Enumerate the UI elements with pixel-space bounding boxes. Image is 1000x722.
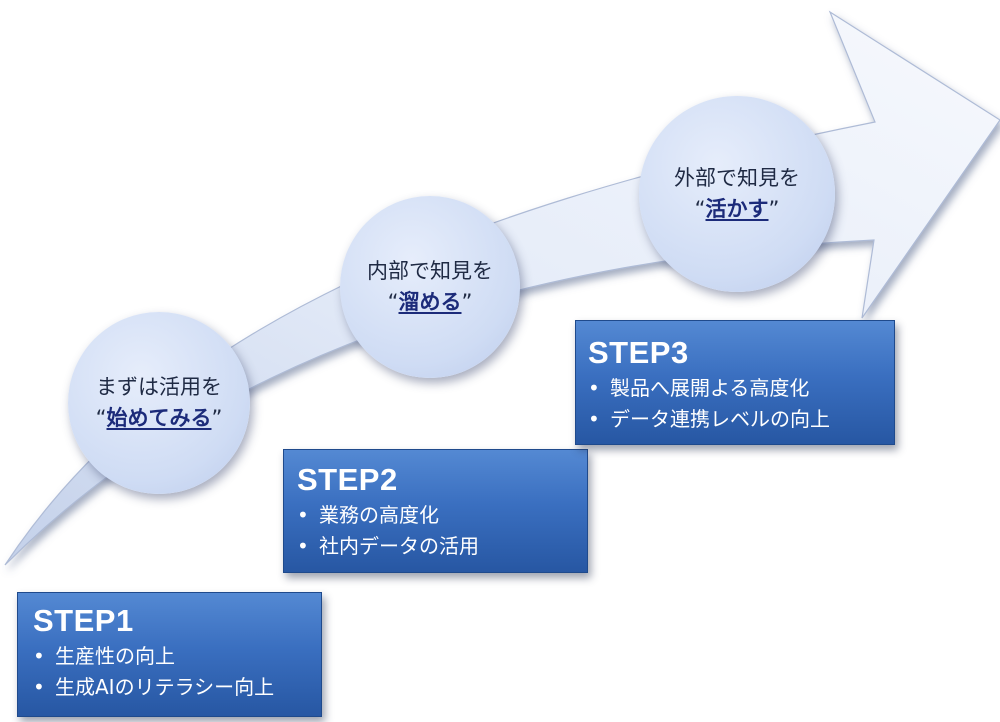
bullet: •	[588, 407, 600, 431]
circle-3-highlight: 活かす	[705, 197, 769, 221]
circle-3-close-quote: ”	[768, 197, 780, 221]
bullet: •	[297, 503, 309, 527]
circle-1-open-quote: “	[95, 406, 107, 430]
bullet: •	[588, 376, 600, 400]
circle-stage-3: 外部で知見を “活かす”	[639, 96, 835, 292]
list-item: • 業務の高度化	[297, 500, 587, 531]
circle-3-line2: “活かす”	[695, 193, 780, 225]
circle-2-line2: “溜める”	[388, 286, 473, 318]
step-2-title: STEP2	[297, 462, 398, 497]
circle-2-open-quote: “	[387, 290, 399, 314]
list-item: • 社内データの活用	[297, 531, 587, 562]
step-2-box: STEP2 • 業務の高度化 • 社内データの活用	[283, 449, 588, 573]
step-3-title: STEP3	[588, 335, 689, 370]
step-2-item-2: 社内データの活用	[319, 534, 479, 558]
step-1-list: • 生産性の向上 • 生成AIのリテラシー向上	[33, 641, 321, 703]
circle-2-line1: 内部で知見を	[367, 259, 493, 283]
circle-1-highlight: 始めてみる	[106, 406, 212, 430]
circle-2-close-quote: ”	[461, 290, 473, 314]
list-item: • 生産性の向上	[33, 641, 321, 672]
step-1-title: STEP1	[33, 603, 134, 638]
step-1-box: STEP1 • 生産性の向上 • 生成AIのリテラシー向上	[17, 592, 322, 717]
circle-stage-1: まずは活用を “始めてみる”	[68, 312, 250, 494]
step-1-item-1: 生産性の向上	[55, 644, 175, 668]
circle-stage-2: 内部で知見を “溜める”	[340, 196, 520, 378]
list-item: • 生成AIのリテラシー向上	[33, 672, 321, 703]
circle-1-close-quote: ”	[211, 406, 223, 430]
circle-3-line1: 外部で知見を	[674, 166, 800, 190]
step-2-item-1: 業務の高度化	[319, 503, 439, 527]
bullet: •	[33, 644, 45, 668]
bullet: •	[33, 675, 45, 699]
circle-1-line1: まずは活用を	[96, 375, 222, 399]
bullet: •	[297, 534, 309, 558]
step-3-list: • 製品へ展開よる高度化 • データ連携レベルの向上	[588, 373, 894, 435]
circle-2-highlight: 溜める	[398, 290, 462, 314]
step-2-list: • 業務の高度化 • 社内データの活用	[297, 500, 587, 562]
step-1-item-2: 生成AIのリテラシー向上	[55, 675, 275, 699]
circle-3-open-quote: “	[694, 197, 706, 221]
step-3-item-1: 製品へ展開よる高度化	[610, 376, 810, 400]
circle-1-line2: “始めてみる”	[96, 402, 223, 434]
step-3-box: STEP3 • 製品へ展開よる高度化 • データ連携レベルの向上	[575, 320, 895, 445]
step-3-item-2: データ連携レベルの向上	[610, 407, 830, 431]
list-item: • データ連携レベルの向上	[588, 404, 894, 435]
list-item: • 製品へ展開よる高度化	[588, 373, 894, 404]
